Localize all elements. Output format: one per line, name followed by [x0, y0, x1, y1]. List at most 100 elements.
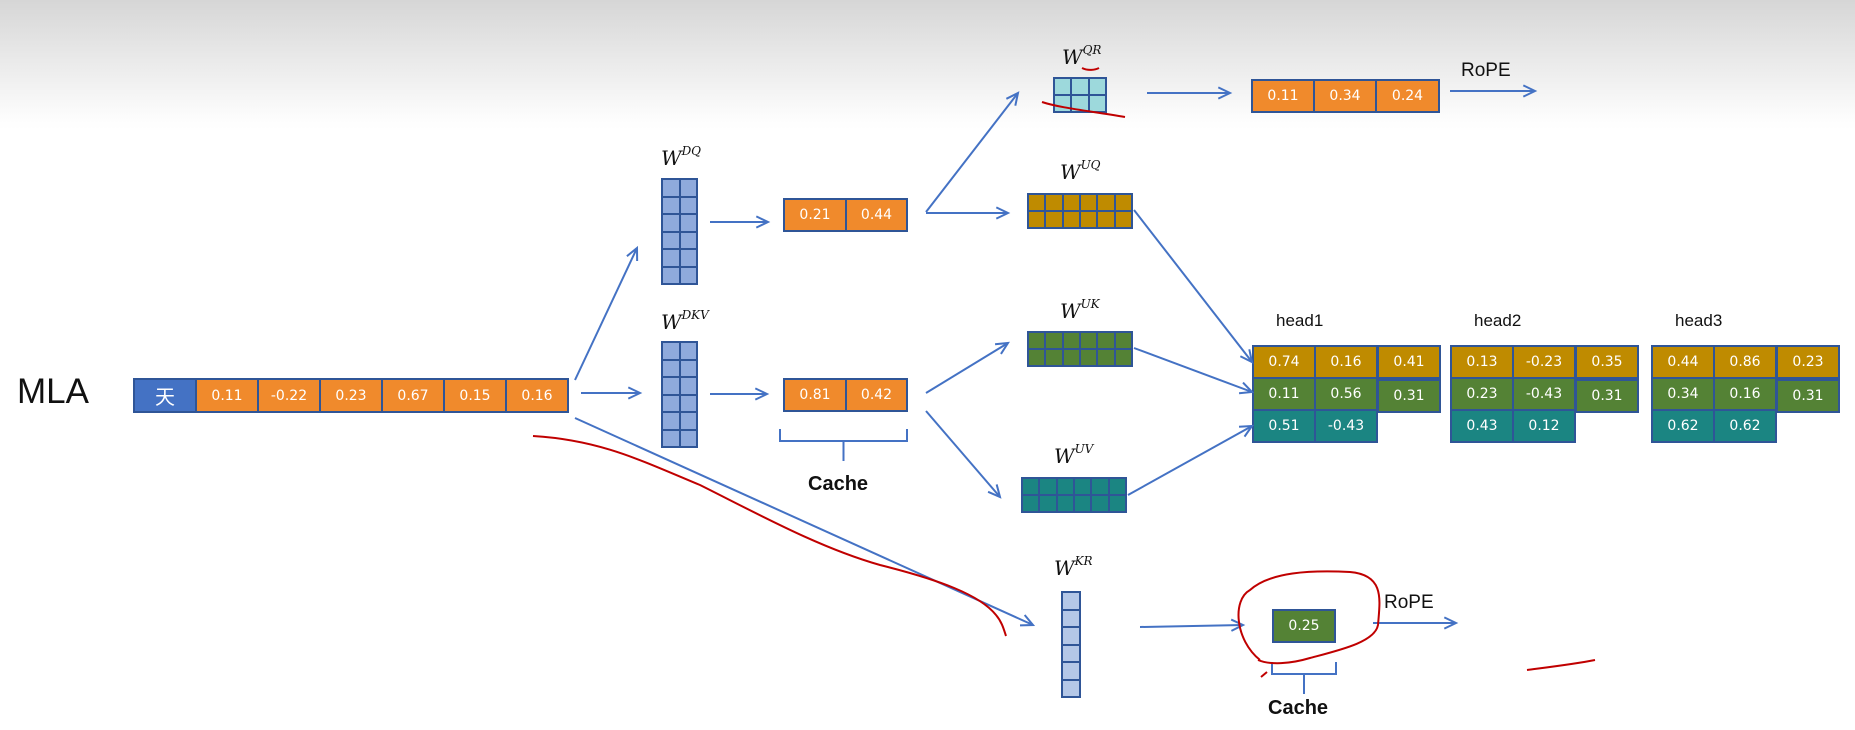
brace-group [779, 429, 1337, 694]
matrix-cell [1098, 333, 1114, 348]
query-rope-vector: 0.11 0.34 0.24 [1251, 79, 1440, 113]
annotation-group [532, 67, 1596, 678]
matrix-cell [1029, 333, 1045, 348]
head-key-cell: 0.31 [1575, 379, 1639, 413]
weight-label-sup: UV [1074, 442, 1094, 457]
weight-matrix-dq [661, 178, 698, 285]
arrowhead [1005, 91, 1020, 106]
matrix-cell [1115, 195, 1131, 210]
matrix-cell [680, 430, 696, 446]
weight-label-sup: DQ [681, 144, 702, 159]
weight-label-base: W [1062, 45, 1083, 69]
embedding-value: 0.16 [507, 380, 567, 411]
matrix-cell [1074, 496, 1091, 511]
rope-value: 0.34 [1315, 81, 1377, 111]
matrix-cell [663, 413, 679, 429]
matrix-cell [680, 232, 696, 248]
matrix-cell [1063, 333, 1079, 348]
matrix-cell [680, 250, 696, 266]
weight-label-uq: WUQ [1060, 158, 1101, 184]
matrix-cell [1098, 195, 1114, 210]
matrix-cell [1072, 96, 1088, 111]
rope-label-key: RoPE [1384, 592, 1434, 613]
arrow-kvlatent-to-wuv [925, 410, 1001, 498]
weight-label-qr: WQR [1062, 43, 1102, 69]
rope-value: 0.24 [1377, 81, 1438, 111]
weight-matrix-uv [1021, 477, 1127, 513]
annotation-curve-underline [532, 435, 1007, 637]
matrix-cell [680, 413, 696, 429]
matrix-cell [1046, 333, 1062, 348]
matrix-cell [663, 378, 679, 394]
arrow-wkr-to-krope [1139, 624, 1244, 628]
weight-label-kr: WKR [1054, 554, 1093, 580]
matrix-cell [1063, 610, 1079, 626]
matrix-cell [680, 215, 696, 231]
embedding-value: 0.23 [321, 380, 383, 411]
input-token: 天 [135, 380, 197, 411]
kv-latent: 0.81 0.42 [783, 378, 908, 412]
head-label: head1 [1276, 311, 1324, 330]
matrix-cell [663, 395, 679, 411]
matrix-cell [663, 360, 679, 376]
matrix-cell [1063, 195, 1079, 210]
weight-label-sup: UK [1080, 297, 1100, 312]
embedding-value: 0.11 [197, 380, 259, 411]
weight-label-dkv: WDKV [661, 308, 709, 334]
embedding-value: 0.67 [383, 380, 445, 411]
matrix-cell [1046, 195, 1062, 210]
matrix-cell [1115, 350, 1131, 365]
matrix-cell [1080, 195, 1097, 210]
matrix-cell [680, 378, 696, 394]
matrix-cell [1055, 79, 1071, 94]
matrix-cell [1029, 350, 1045, 365]
matrix-cell [1029, 195, 1045, 210]
weight-label-sup: QR [1082, 43, 1102, 58]
weight-matrix-uk [1027, 331, 1133, 367]
diagram-title: MLA [17, 372, 89, 411]
cache-label-kv: Cache [808, 473, 869, 495]
arrow-kvlatent-to-wuk [925, 342, 1009, 394]
matrix-cell [1115, 212, 1131, 227]
rope-value: 0.25 [1274, 611, 1334, 641]
head-value-cell: 0.51 [1252, 409, 1316, 443]
arrowhead [995, 206, 1011, 220]
matrix-cell [1098, 212, 1114, 227]
matrix-cell [1040, 496, 1056, 511]
matrix-cell [1092, 496, 1108, 511]
head-value-cell: 0.12 [1512, 409, 1576, 443]
matrix-cell [663, 197, 679, 213]
head-key-cell: 0.31 [1776, 379, 1840, 413]
arrow-wuv-to-heads [1127, 425, 1253, 496]
matrix-cell [663, 250, 679, 266]
arrow-input-to-wkr [574, 417, 1034, 626]
weight-label-base: W [661, 146, 682, 170]
input-embedding-row: 天 0.11 -0.22 0.23 0.67 0.15 0.16 [133, 378, 569, 413]
matrix-cell [1115, 333, 1131, 348]
latent-value: 0.44 [847, 200, 906, 230]
weight-matrix-qr [1053, 77, 1107, 113]
head-key-cell: -0.43 [1512, 377, 1576, 411]
matrix-cell [1057, 479, 1073, 494]
arrow-input-to-wdq [574, 247, 638, 381]
matrix-cell [1023, 496, 1039, 511]
matrix-cell [680, 180, 696, 196]
matrix-cell [1057, 496, 1073, 511]
matrix-cell [1092, 479, 1108, 494]
arrowhead [1238, 381, 1255, 395]
arrow-wuq-to-heads [1133, 209, 1253, 363]
matrix-cell [1063, 680, 1079, 696]
arrowhead [987, 484, 1002, 499]
matrix-cell [1072, 79, 1088, 94]
weight-label-base: W [1060, 299, 1081, 323]
matrix-cell [1029, 212, 1045, 227]
matrix-cell [680, 360, 696, 376]
arrow-group [574, 84, 1538, 632]
matrix-cell [1080, 333, 1097, 348]
arrowhead [626, 245, 639, 262]
arrow-qlatent-to-wqr [925, 92, 1019, 213]
matrix-cell [1109, 496, 1125, 511]
annotation-underline-qr [1081, 67, 1100, 71]
rope-label-query: RoPE [1461, 60, 1511, 81]
matrix-cell [680, 197, 696, 213]
